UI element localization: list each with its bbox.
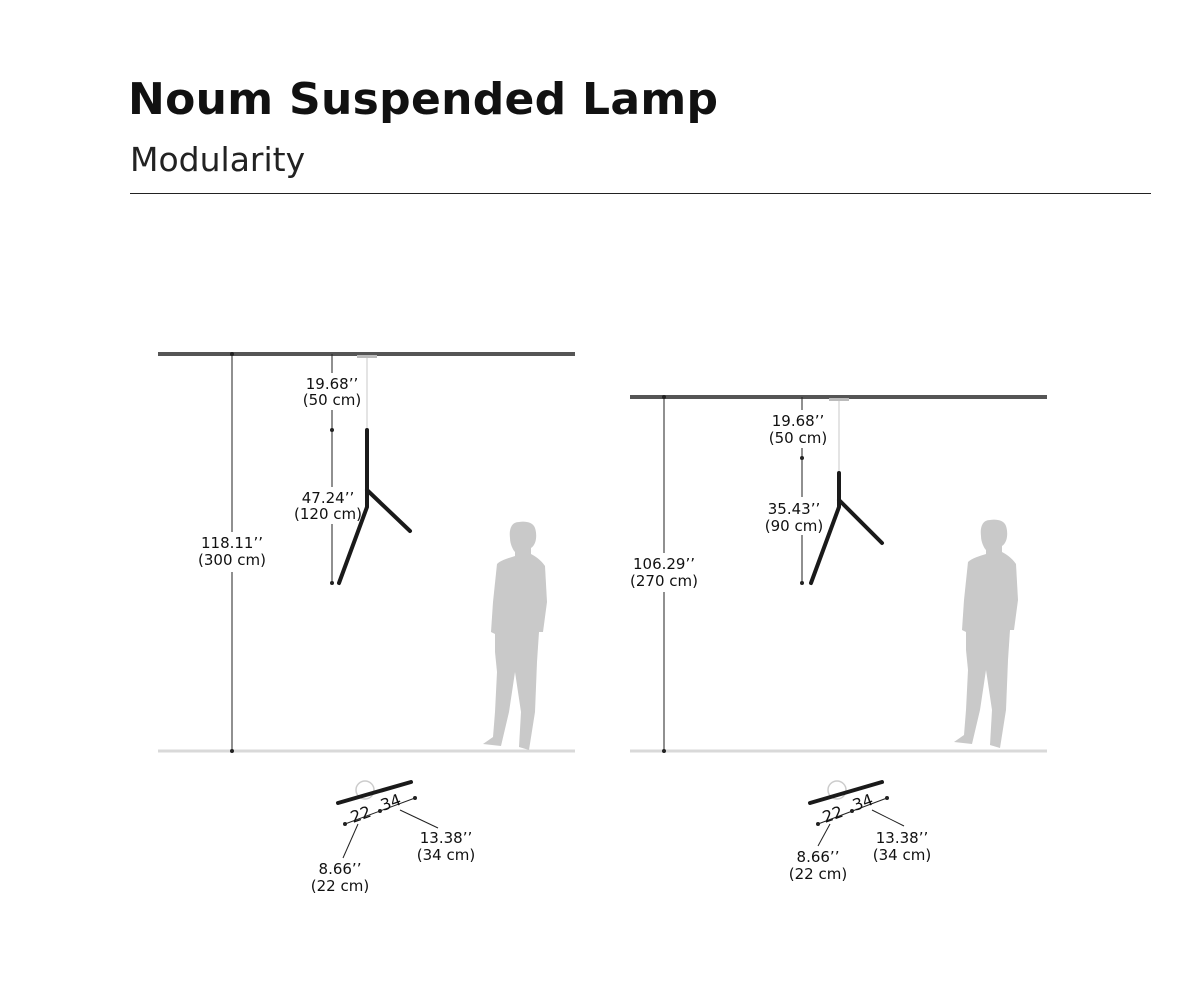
configuration-2: 106.29’’ (270 cm) 19.68’’ (50 cm) 35.43’… — [630, 395, 1047, 883]
lamp-height-dimension: 35.43’’ (90 cm) — [765, 458, 823, 585]
short-arm-mark: 22 — [820, 802, 846, 827]
total-height-imperial: 118.11’’ — [201, 534, 263, 552]
short-arm-metric: (22 cm) — [311, 877, 369, 895]
page-subtitle: Modularity — [130, 140, 306, 179]
cable-length-metric: (50 cm) — [303, 391, 361, 409]
long-arm-imperial: 13.38’’ — [420, 829, 472, 847]
total-height-metric: (300 cm) — [198, 551, 266, 569]
configuration-1: 118.11’’ (300 cm) 19.68’’ (50 cm) 47.24’… — [158, 352, 575, 895]
lamp-height-metric: (90 cm) — [765, 517, 823, 535]
short-arm-metric: (22 cm) — [789, 865, 847, 883]
short-arm-imperial: 8.66’’ — [797, 848, 840, 866]
arm-plan-view: 22 34 8.66’’ (22 cm) 13.38’’ (34 cm) — [789, 780, 931, 883]
header-divider — [130, 193, 1151, 194]
page-title: Noum Suspended Lamp — [128, 74, 719, 125]
cable-length-dimension: 19.68’’ (50 cm) — [303, 354, 361, 432]
long-arm-imperial: 13.38’’ — [876, 829, 928, 847]
lamp-height-imperial: 35.43’’ — [768, 500, 820, 518]
lamp-fixture — [809, 398, 884, 585]
lamp-height-dimension: 47.24’’ (120 cm) — [294, 430, 362, 585]
lamp-height-metric: (120 cm) — [294, 505, 362, 523]
arm-plan-view: 22 34 8.66’’ (22 cm) 13.38’’ (34 cm) — [311, 780, 475, 895]
person-silhouette — [954, 519, 1018, 748]
cable-length-dimension: 19.68’’ (50 cm) — [769, 397, 827, 460]
cable-length-imperial: 19.68’’ — [772, 412, 824, 430]
total-height-dimension: 118.11’’ (300 cm) — [198, 352, 266, 753]
short-arm-mark: 22 — [348, 802, 374, 827]
total-height-dimension: 106.29’’ (270 cm) — [630, 395, 698, 753]
total-height-metric: (270 cm) — [630, 572, 698, 590]
cable-length-imperial: 19.68’’ — [306, 375, 358, 393]
short-arm-imperial: 8.66’’ — [319, 860, 362, 878]
person-silhouette — [483, 521, 547, 750]
total-height-imperial: 106.29’’ — [633, 555, 695, 573]
long-arm-metric: (34 cm) — [873, 846, 931, 864]
cable-length-metric: (50 cm) — [769, 429, 827, 447]
long-arm-metric: (34 cm) — [417, 846, 475, 864]
lamp-fixture — [337, 355, 412, 585]
lamp-height-imperial: 47.24’’ — [302, 489, 354, 507]
